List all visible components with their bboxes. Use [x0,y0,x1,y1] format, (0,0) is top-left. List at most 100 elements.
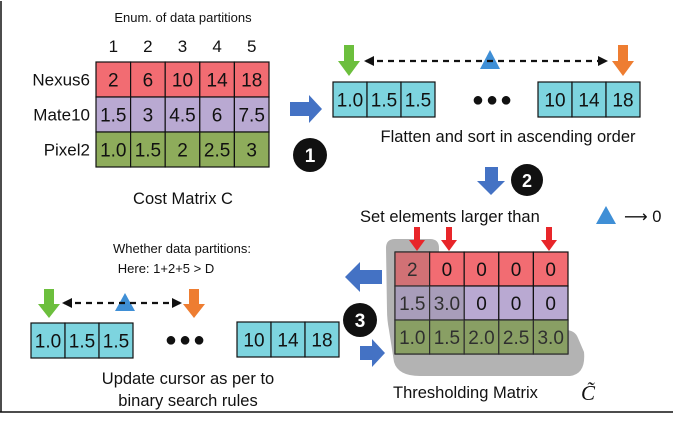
cell-value: 3 [246,141,257,162]
cell-value: 1.5 [399,294,425,315]
cost-matrix-caption: Cost Matrix C [133,190,233,208]
matrix-cell: 2.5 [199,131,236,168]
array-cell: 18 [304,321,340,358]
matrix-cell: 2.0 [463,319,500,355]
flow-arrow-to-step2 [477,167,505,195]
cell-value: 2.0 [468,328,494,349]
cell-value: 10 [172,71,193,92]
cell-value: 18 [241,71,262,92]
step3-note-line2: Here: 1+2+5 > D [118,261,214,276]
step3-caption-line1: Update cursor as per to [102,370,274,388]
cell-value: 2.5 [503,328,529,349]
matrix-cell: 1.0 [95,131,132,168]
red-cursor-icon [409,227,425,251]
cell-value: 0 [442,260,453,281]
step3-note-line1: Whether data partitions: [113,241,251,256]
cell-value: 6 [143,71,154,92]
threshold-triangle-icon [596,206,616,224]
device-label: Pixel2 [44,141,90,160]
matrix-cell: 7.5 [233,96,270,133]
cell-value: 7.5 [238,106,264,127]
red-cursor-icon [441,227,457,251]
cell-value: 14 [277,331,299,352]
shaded-cell-overlay [429,286,465,320]
shaded-cell-overlay [464,320,499,354]
array-cell: 14 [571,81,607,118]
cell-value: 2 [177,141,188,162]
cell-value: 3.0 [434,294,460,315]
array-cell: 1.5 [98,322,134,359]
cell-value: 4.5 [169,106,195,127]
cell-value: 1.5 [135,141,161,162]
red-cursor-icon [541,227,557,251]
column-index: 1 [109,37,118,56]
cell-value: 10 [544,91,565,112]
cell-value: 2.5 [204,141,230,162]
svg-text:C̃: C̃ [581,381,596,405]
matrix-cell: 3.0 [532,319,569,355]
device-label: Nexus6 [32,71,90,90]
cell-value: 0 [511,294,522,315]
matrix-cell: 1.5 [130,131,166,168]
matrix-cell: 10 [164,61,201,98]
svg-text:2: 2 [522,171,532,191]
shaded-cell-overlay [395,320,430,354]
column-index: 5 [247,37,256,56]
cell-value: 3.0 [537,328,563,349]
sorted-array-ellipsis: ●●● [165,329,207,351]
cursor-left-green-icon [344,45,354,62]
cell-value: 14 [578,91,600,112]
cell-value: 2 [407,260,418,281]
matrix-cell: 2 [394,251,431,287]
step3-caption-line2: binary search rules [118,392,257,410]
cell-value: 1.5 [69,332,95,353]
shaded-cell-overlay [395,286,430,320]
red-cursor-markers [409,227,557,251]
column-index: 3 [178,37,187,56]
matrix-cell: 2 [164,131,201,168]
step2-badge: 2 [511,164,543,196]
cursor-right-orange-head-icon [183,304,205,318]
flow-arrow-left-to-step3 [345,262,382,292]
matrix-cell: 2 [95,61,132,98]
device-label: Mate10 [33,106,90,125]
cell-value: 3 [143,106,154,127]
step3-binary-search: Whether data partitions: Here: 1+2+5 > D… [30,241,340,410]
matrix-cell: 0 [463,285,500,321]
step1-badge: 1 [293,138,327,172]
cell-value: 0 [511,260,522,281]
cursor-right-orange-icon [189,289,199,305]
column-index: 4 [212,37,221,56]
matrix-cell: 2.5 [498,319,534,355]
cell-value: 18 [612,91,633,112]
svg-text:Set elements larger than: Set elements larger than [360,208,540,226]
threshold-matrix-caption: Thresholding Matrix C̃ [393,381,596,405]
cell-value: 1.5 [103,332,129,353]
array-cell: 1.5 [64,322,100,359]
matrix-cell: 4.5 [164,96,201,133]
matrix-cell: 0 [498,251,534,287]
cursor-left-green-icon [44,289,54,305]
svg-text:Thresholding Matrix: Thresholding Matrix [393,384,539,402]
matrix-cell: 14 [199,61,236,98]
cursor-left-green-head-icon [38,304,60,318]
cell-value: 1.5 [371,91,397,112]
cell-value: 1.5 [100,106,126,127]
matrix-cell: 1.0 [394,319,431,355]
sorted-array-right-cells: 10 14 18 [537,81,641,118]
svg-text:3: 3 [355,311,366,332]
shaded-cell-overlay [395,252,430,286]
cell-value: 2 [108,71,119,92]
flow-arrow-right-to-threshold [360,339,385,367]
matrix-cell: 1.5 [429,319,465,355]
